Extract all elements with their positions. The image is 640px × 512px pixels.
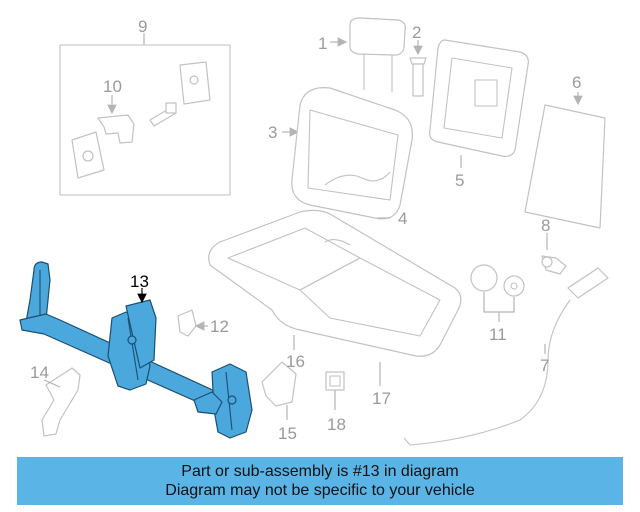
callout-8: 8 xyxy=(541,216,550,235)
callout-5: 5 xyxy=(455,171,464,190)
part-11-caps xyxy=(470,264,525,322)
plate-bracket xyxy=(179,61,211,105)
part-5-seat-back-panel xyxy=(429,39,529,168)
part-12-clip xyxy=(177,309,208,337)
callout-13: 13 xyxy=(130,272,149,291)
parts-diagram: 9 10 1 2 3 4 5 6 8 7 11 13 12 16 17 14 1… xyxy=(19,17,609,446)
part-15-bracket xyxy=(261,361,297,420)
callout-12: 12 xyxy=(210,317,229,336)
part-7-release-cable xyxy=(403,267,609,446)
part-1-headrest xyxy=(330,17,406,92)
callout-15: 15 xyxy=(278,424,297,443)
callout-1: 1 xyxy=(318,34,327,53)
callout-4: 4 xyxy=(398,209,407,228)
part-6-back-board xyxy=(524,92,606,229)
callout-11: 11 xyxy=(489,325,507,344)
callout-14: 14 xyxy=(30,363,49,382)
part-8-clip xyxy=(541,233,567,275)
callout-7: 7 xyxy=(540,356,549,375)
callout-9: 9 xyxy=(138,17,147,36)
callout-2: 2 xyxy=(412,23,421,42)
banner-line-1: Part or sub-assembly is #13 in diagram xyxy=(181,463,459,480)
part-3-seat-back-frame xyxy=(282,87,413,220)
part-14-bracket xyxy=(41,367,81,437)
callout-18: 18 xyxy=(327,415,346,434)
callout-6: 6 xyxy=(572,73,581,92)
part-10-bracket xyxy=(97,95,135,144)
callout-10: 10 xyxy=(103,77,122,96)
hinge-bracket xyxy=(71,131,105,179)
part-info-banner: Part or sub-assembly is #13 in diagram D… xyxy=(17,457,623,505)
callout-17: 17 xyxy=(372,389,391,408)
bolt xyxy=(149,102,177,127)
hardware-kit-box xyxy=(59,33,231,196)
callout-3: 3 xyxy=(268,123,277,142)
part-16-seat-cushion-frame xyxy=(208,209,462,357)
part-2-headrest-guide xyxy=(409,40,427,97)
banner-line-2: Diagram may not be specific to your vehi… xyxy=(165,482,475,499)
part-18-clip xyxy=(325,371,345,410)
part-13-seat-frame-highlighted xyxy=(19,261,253,439)
callout-16: 16 xyxy=(286,352,305,371)
